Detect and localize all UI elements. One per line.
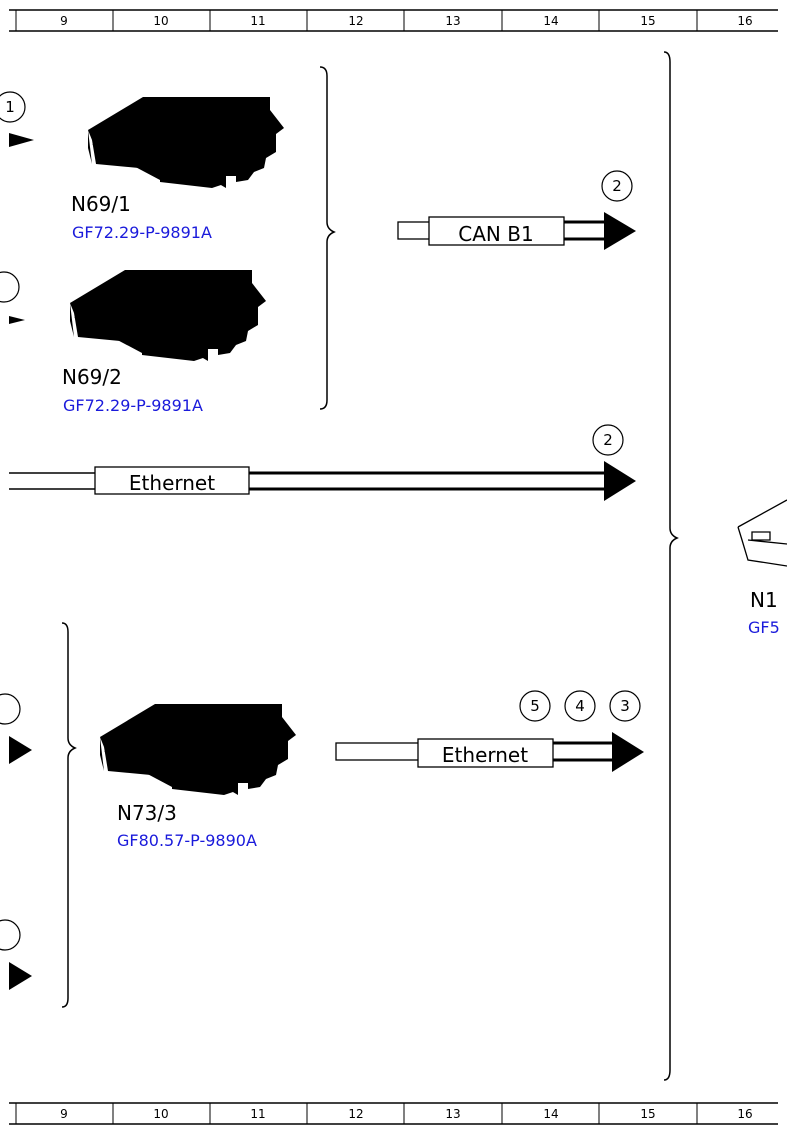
bus-ethernet-low[interactable]: Ethernet 5 4 3	[335, 690, 644, 772]
ruler-col-15: 15	[640, 14, 655, 28]
ruler-col-10: 10	[153, 14, 168, 28]
component-ref-link[interactable]: GF72.29-P-9891A	[63, 396, 203, 415]
arrowhead-icon	[9, 133, 34, 147]
connector-circle-icon	[609, 690, 641, 722]
ruler-col-13: 13	[445, 1107, 460, 1121]
ruler-col-11: 11	[250, 14, 265, 28]
component-ref-link[interactable]: GF5	[748, 618, 780, 637]
connector-circle-icon	[601, 170, 633, 202]
control-unit-icon	[88, 97, 284, 188]
ruler-col-10: 10	[153, 1107, 168, 1121]
bus-ethernet-mid[interactable]: Ethernet 2	[9, 424, 636, 501]
bus-can-b1[interactable]: CAN B1 2	[397, 170, 636, 250]
component-name: N73/3	[117, 801, 177, 825]
control-unit-icon	[70, 270, 266, 361]
bus-label-box	[94, 466, 250, 495]
connector-circle-icon	[564, 690, 596, 722]
partial-marker-label: 1	[5, 98, 15, 116]
connector-circle-icon	[0, 271, 20, 303]
bus-label-box	[428, 216, 565, 246]
ruler-col-12: 12	[348, 1107, 363, 1121]
component-ref-link[interactable]: GF72.29-P-9891A	[72, 223, 212, 242]
connector-circle-icon	[0, 919, 21, 951]
component-name: N69/2	[62, 365, 122, 389]
group-brace-right	[663, 51, 679, 1081]
connector-circle-icon	[0, 91, 26, 123]
connector-circle-icon	[592, 424, 624, 456]
component-ref-link[interactable]: GF80.57-P-9890A	[117, 831, 257, 850]
arrowhead-icon	[604, 212, 636, 250]
ruler-col-16: 16	[737, 1107, 752, 1121]
partial-left-markers: 1	[0, 91, 34, 990]
group-brace-bottom	[61, 622, 77, 1008]
ruler-col-14: 14	[543, 1107, 558, 1121]
connector-marker: 2	[603, 431, 613, 449]
bus-label: Ethernet	[129, 471, 215, 495]
ruler-col-14: 14	[543, 14, 558, 28]
ruler-col-13: 13	[445, 14, 460, 28]
bus-label-box	[417, 738, 554, 768]
ruler-col-15: 15	[640, 1107, 655, 1121]
top-ruler: 9 10 11 12 13 14 15 16	[9, 9, 778, 32]
connector-marker: 2	[612, 177, 622, 195]
component-n69-1[interactable]: N69/1 GF72.29-P-9891A	[71, 97, 284, 242]
arrowhead-icon	[612, 732, 644, 772]
component-n73-3[interactable]: N73/3 GF80.57-P-9890A	[100, 704, 296, 850]
ruler-col-11: 11	[250, 1107, 265, 1121]
connector-circle-icon	[0, 693, 21, 725]
arrowhead-icon	[9, 962, 32, 990]
control-unit-icon	[100, 704, 296, 795]
ruler-col-16: 16	[737, 14, 752, 28]
ruler-col-9: 9	[60, 14, 68, 28]
component-n1-partial[interactable]: N1 GF5	[737, 499, 787, 637]
component-name: N69/1	[71, 192, 131, 216]
ruler-col-9: 9	[60, 1107, 68, 1121]
connector-marker: 5	[530, 697, 540, 715]
bus-label: CAN B1	[458, 222, 533, 246]
ruler-col-12: 12	[348, 14, 363, 28]
group-brace-top	[319, 66, 336, 410]
arrowhead-icon	[9, 316, 25, 324]
bus-label: Ethernet	[442, 743, 528, 767]
connector-circle-icon	[519, 690, 551, 722]
component-n69-2[interactable]: N69/2 GF72.29-P-9891A	[62, 270, 266, 415]
arrowhead-icon	[9, 736, 32, 764]
connector-marker: 3	[620, 697, 630, 715]
component-name: N1	[750, 588, 778, 612]
connector-marker: 4	[575, 697, 585, 715]
bottom-ruler: 9 10 11 12 13 14 15 16	[9, 1102, 778, 1125]
arrowhead-icon	[604, 461, 636, 501]
